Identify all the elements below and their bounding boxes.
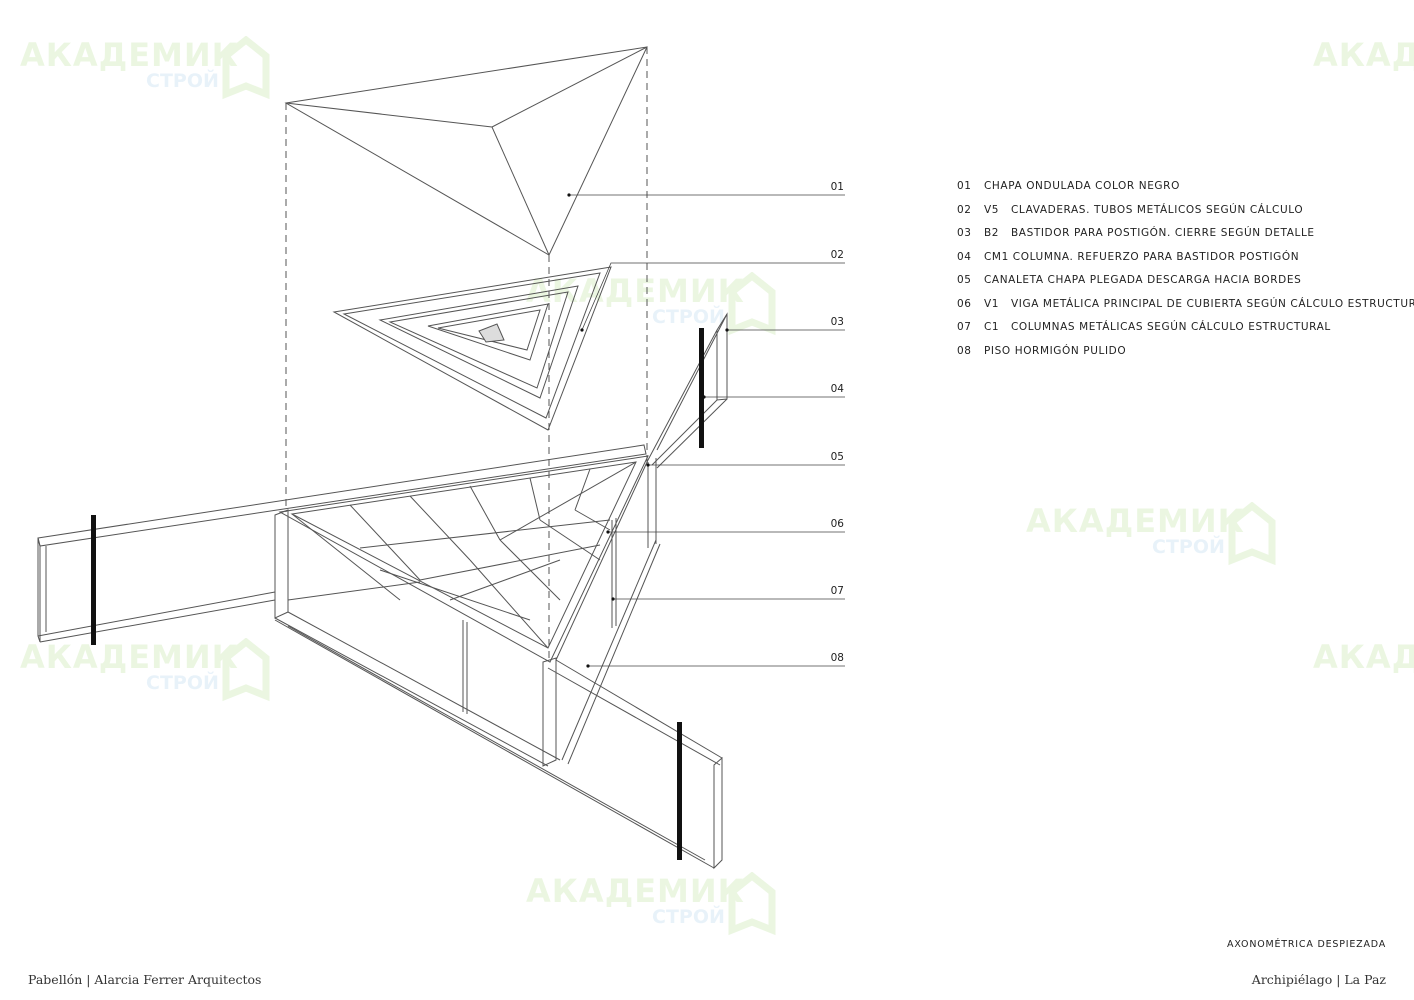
- leader-dots: [567, 193, 729, 668]
- callout-05: 05: [831, 451, 844, 463]
- purlin-frames: [332, 266, 612, 431]
- callout-02: 02: [831, 249, 844, 261]
- structure-columns: [274, 458, 661, 767]
- callout-03: 03: [831, 316, 844, 328]
- sheet-title: AXONOMÉTRICA DESPIEZADA: [1227, 939, 1386, 950]
- callout-labels: 01 02 03 04 05 06 07 08: [831, 181, 845, 664]
- right-panel-column: [677, 722, 682, 860]
- callout-08: 08: [831, 652, 844, 664]
- roof-structure: [278, 455, 649, 663]
- floor-and-right-panel: [274, 619, 723, 870]
- column-cm1: [699, 328, 704, 448]
- projection-lines: [285, 47, 648, 662]
- shutter-frame: [647, 312, 728, 469]
- roof-sheet: [284, 46, 648, 256]
- footer-project: Pabellón | Alarcia Ferrer Arquitectos: [28, 972, 262, 987]
- callout-07: 07: [831, 585, 844, 597]
- footer-location: Archipiélago | La Paz: [1251, 972, 1386, 987]
- callout-04: 04: [831, 383, 845, 395]
- wall-column: [91, 515, 96, 645]
- leader-lines: [569, 194, 845, 667]
- left-wall-panel: [37, 444, 647, 643]
- callout-06: 06: [831, 518, 845, 530]
- callout-01: 01: [831, 181, 844, 193]
